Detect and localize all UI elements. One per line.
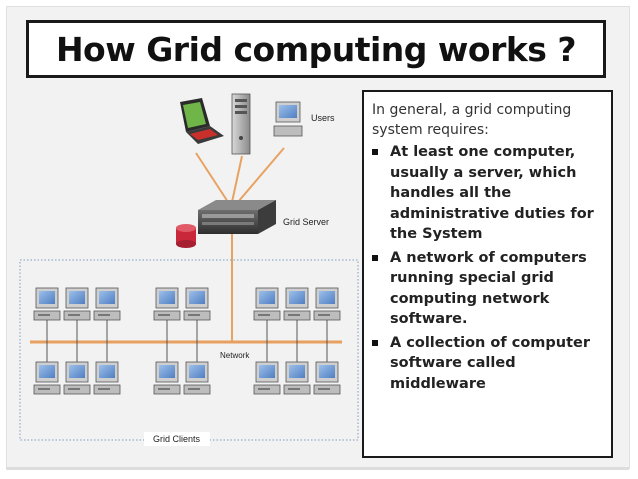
- client-computer-icon: [63, 342, 91, 395]
- client-computer-icon: [93, 342, 121, 395]
- server-label: Grid Server: [283, 217, 329, 227]
- user-server-links: [195, 147, 285, 203]
- requirements-panel: In general, a grid computing system requ…: [362, 90, 613, 458]
- bullet-square-icon: [372, 254, 378, 261]
- grid-diagram-svg: Users Grid Server Network Grid Clients: [19, 93, 359, 446]
- requirement-item: A collection of computer software called…: [372, 333, 603, 395]
- panel-intro: In general, a grid computing system requ…: [372, 102, 572, 138]
- client-computer-icon: [313, 287, 341, 342]
- client-computer-icon: [33, 342, 61, 395]
- laptop-icon: [180, 98, 224, 144]
- client-computer-icon: [313, 342, 341, 395]
- client-computer-icon: [253, 342, 281, 395]
- client-computer-icon: [253, 287, 281, 342]
- requirement-text: At least one computer, usually a server,…: [390, 144, 594, 242]
- clients-label-bg: [144, 432, 210, 446]
- requirement-text: A collection of computer software called…: [390, 334, 591, 392]
- database-icon: [176, 224, 196, 248]
- grid-server-icon: [198, 200, 276, 234]
- client-computer-icon: [283, 342, 311, 395]
- client-computer-icon: [63, 287, 91, 342]
- user-desktop-icon: [273, 101, 303, 137]
- grid-clients-group: [33, 287, 341, 395]
- users-label: Users: [311, 113, 335, 123]
- client-computer-icon: [153, 342, 181, 395]
- client-computer-icon: [283, 287, 311, 342]
- client-computer-icon: [183, 287, 211, 342]
- requirement-text: A network of computers running special g…: [390, 249, 587, 328]
- grid-diagram: Users Grid Server Network Grid Clients: [14, 90, 362, 460]
- grid-clients-boundary: [19, 259, 359, 441]
- requirement-item: A network of computers running special g…: [372, 248, 603, 330]
- requirements-list: At least one computer, usually a server,…: [372, 142, 603, 394]
- client-computer-icon: [33, 287, 61, 342]
- title-box: How Grid computing works ?: [26, 20, 606, 78]
- client-computer-icon: [183, 342, 211, 395]
- clients-label: Grid Clients: [153, 434, 201, 444]
- tower-icon: [231, 93, 251, 155]
- bullet-square-icon: [372, 149, 378, 155]
- client-computer-icon: [93, 287, 121, 342]
- requirement-item: At least one computer, usually a server,…: [372, 142, 603, 245]
- network-label: Network: [220, 351, 250, 360]
- page-title: How Grid computing works ?: [55, 29, 577, 69]
- slide-shadow: [6, 467, 629, 470]
- bullet-square-icon: [372, 339, 378, 346]
- client-computer-icon: [153, 287, 181, 342]
